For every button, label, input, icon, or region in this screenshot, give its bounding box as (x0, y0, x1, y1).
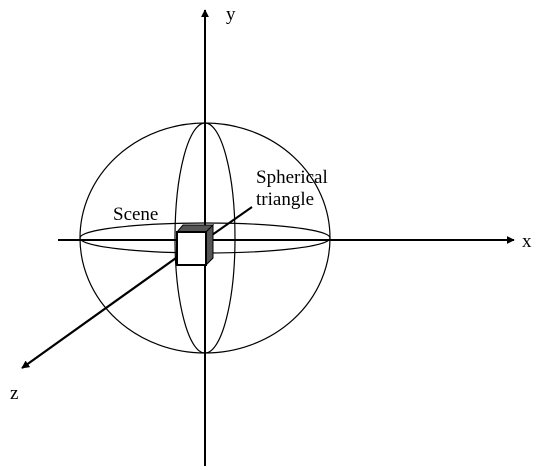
z-axis (21, 247, 191, 369)
x-axis-label: x (522, 231, 532, 252)
spherical-triangle-pointer (211, 206, 253, 236)
y-axis-label: y (226, 4, 236, 25)
spherical-triangle-label-line2: triangle (256, 189, 314, 210)
scene-cube (175, 223, 215, 267)
cube-side-face (205, 223, 214, 267)
spherical-triangle-label-line1: Spherical (256, 167, 328, 188)
z-axis-label: z (10, 383, 18, 404)
scene-label: Scene (113, 204, 158, 225)
cube-front-face (176, 231, 207, 266)
